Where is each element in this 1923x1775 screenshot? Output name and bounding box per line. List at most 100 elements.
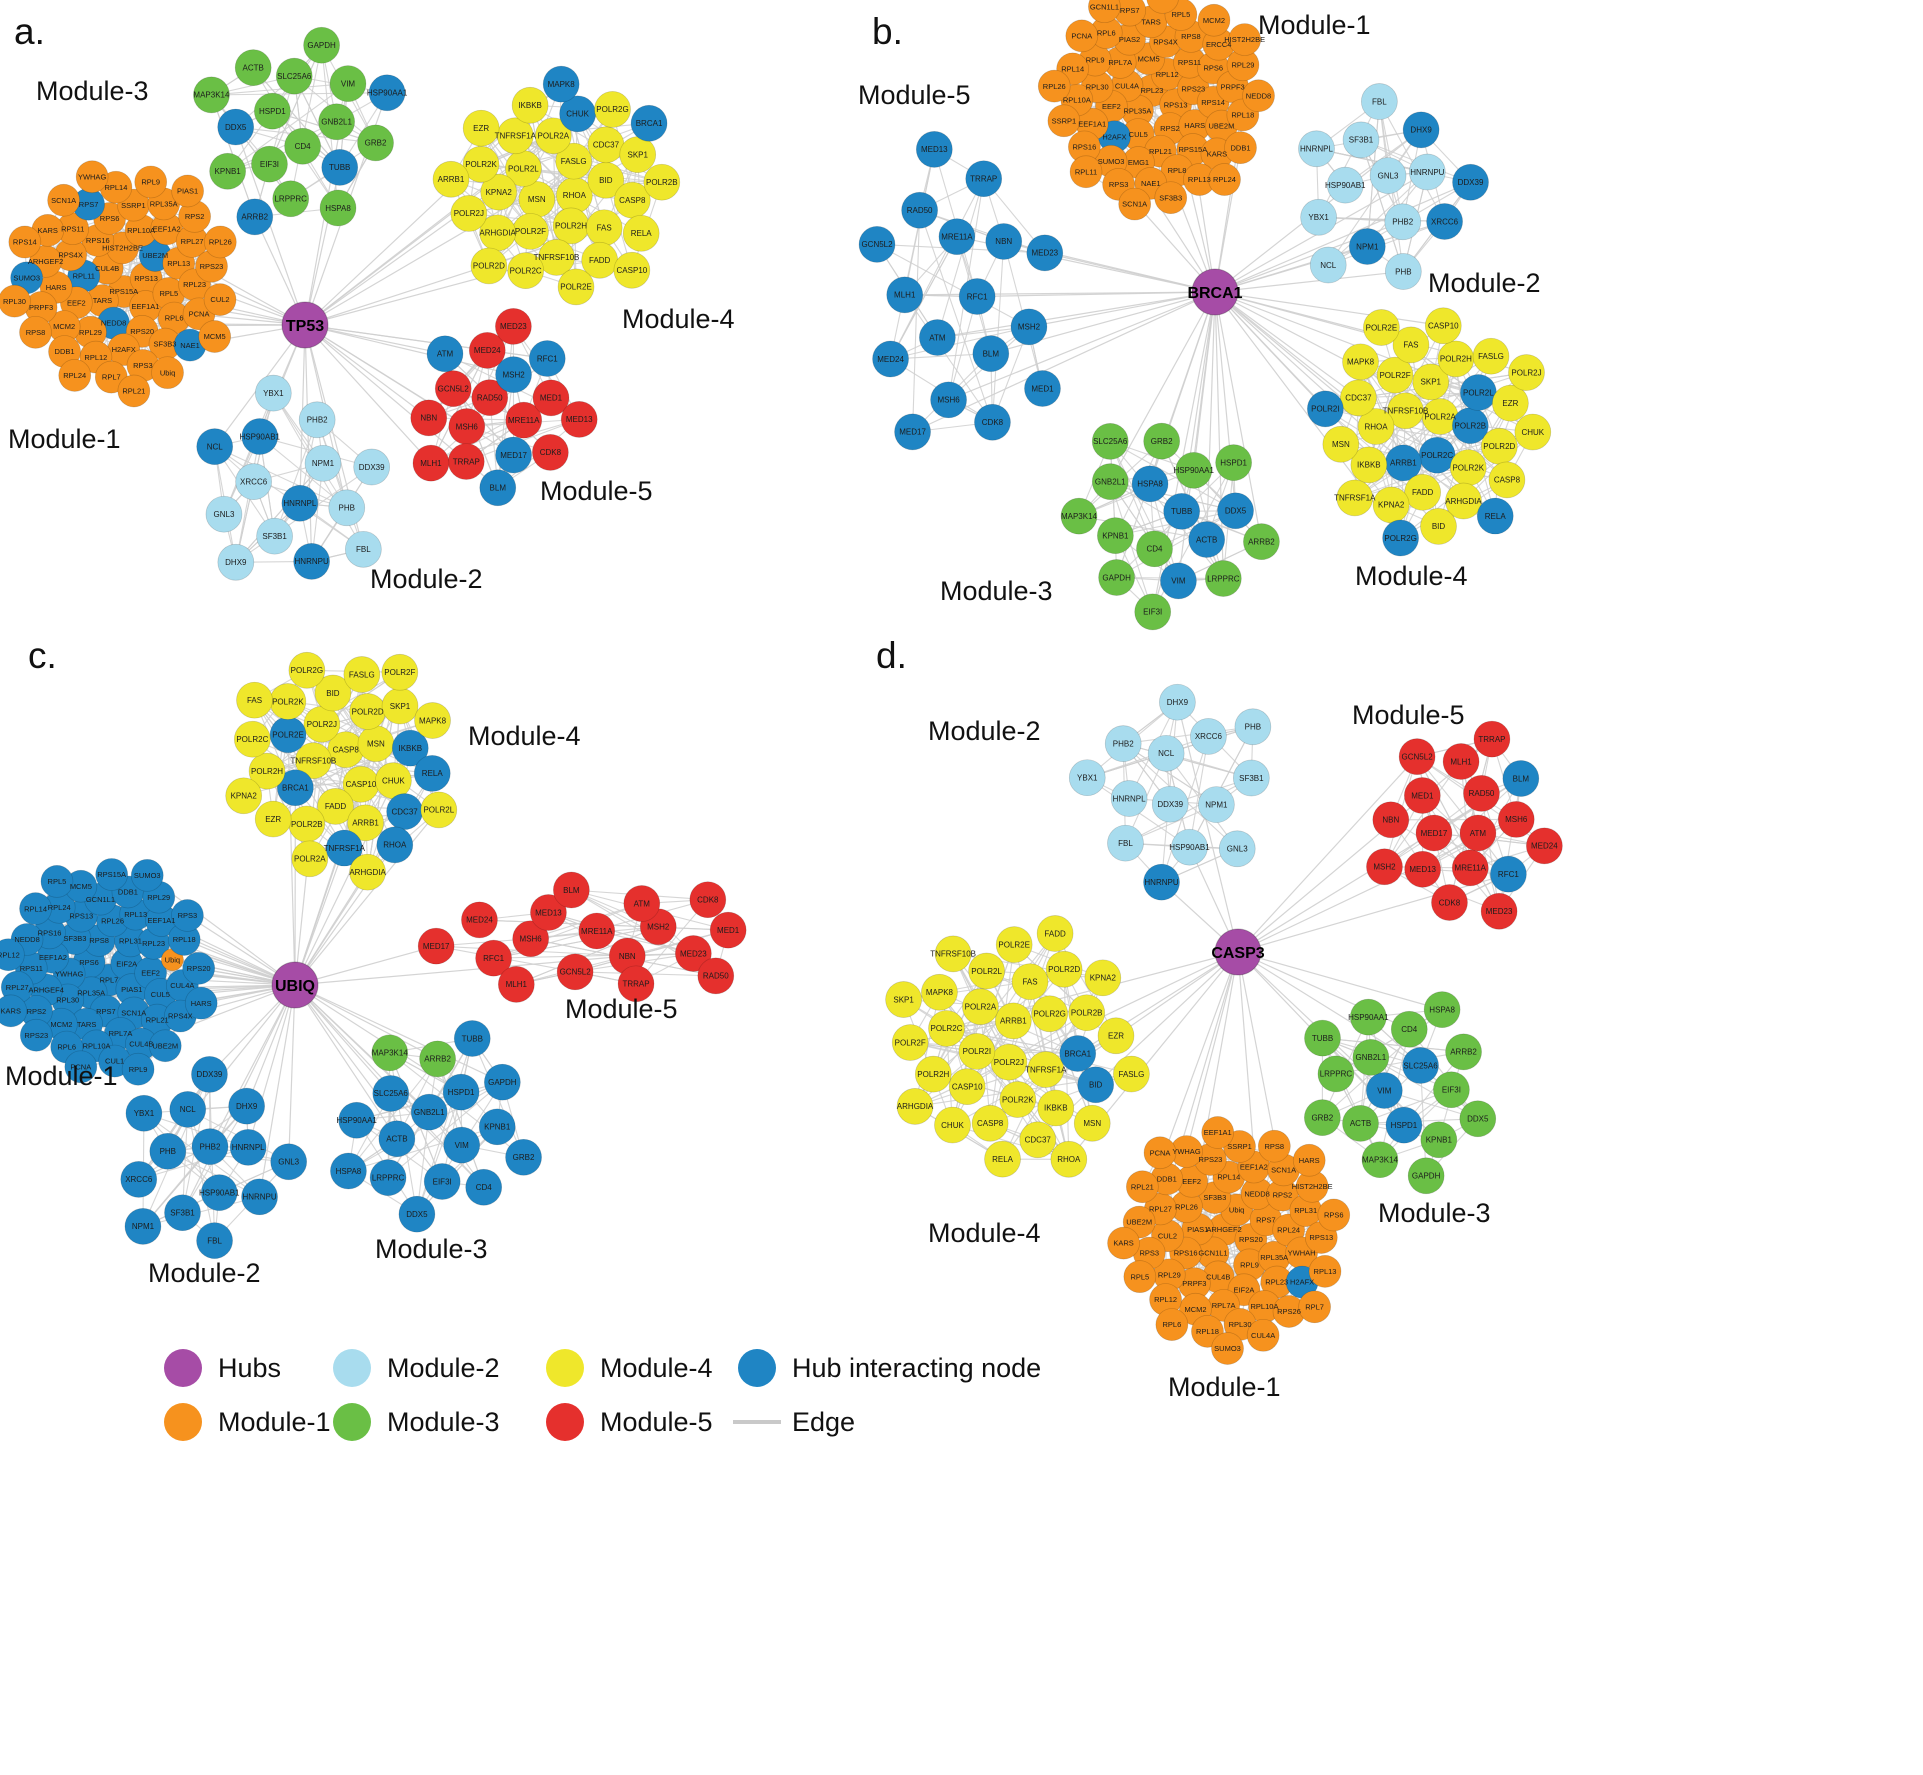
node-IKBKB [1350,446,1388,484]
node-RPS8 [19,315,52,349]
node-POLR2E [1363,309,1400,346]
node-SKP1 [381,687,419,725]
edge [1328,221,1445,266]
node-RFC1 [475,939,512,977]
hub-edge [1237,873,1509,953]
edge [1360,139,1404,272]
node-CDK8 [532,434,569,471]
node-BID [1420,508,1457,545]
node-RHOA [376,826,414,864]
node-MAPK8 [1342,343,1379,381]
node-SKP1 [1412,363,1450,401]
node-DHX9 [1402,111,1440,149]
edge [497,374,515,488]
node-KARS [0,994,28,1028]
module-label-b-4: Module-4 [1355,561,1468,591]
node-POLR2C [1418,436,1456,474]
node-SLC25A6 [275,57,313,95]
node-FAS [585,209,623,247]
node-NPM1 [1198,786,1235,823]
node-RELA [1476,497,1514,535]
node-RPL9 [134,165,168,199]
node-MRE11A [578,912,616,950]
hub-edge [1214,291,1471,427]
node-RAD50 [471,379,509,417]
node-CASP8 [1488,461,1526,499]
edge [142,1196,260,1227]
legend-swatch-hub [164,1349,202,1387]
hub-edge [1214,291,1263,542]
node-POLR2G [1031,995,1069,1033]
edge [516,926,659,985]
node-SLC25A6 [1091,423,1129,460]
module-label-d-4: Module-3 [1378,1198,1491,1228]
legend-label-6: Module-5 [600,1407,713,1437]
node-POLR2A [534,117,572,155]
node-GRB2 [357,124,394,162]
hub-node-TP53 [281,301,329,349]
node-PCNA [1143,1136,1177,1170]
node-GNL3 [205,495,243,533]
node-POLR2C [928,1010,965,1047]
node-POLR2D [1045,950,1083,988]
node-ATM [623,885,661,922]
node-MSN [1322,425,1360,463]
edge [1327,129,1422,266]
node-MED24 [872,340,909,378]
node-EZR [1097,1017,1135,1055]
edge [1436,355,1492,456]
node-TRRAP [447,443,485,480]
node-RPS14 [8,225,42,259]
hub-edge [1176,702,1239,953]
node-POLR2F [381,653,419,691]
panel-d: DDX39NCLNPM1HNRNPLXRCC6HSP90AB1PHB2SF3B1… [876,635,1563,1402]
hub-edge [288,984,296,1162]
node-SLC25A6 [1402,1047,1439,1084]
node-NPM1 [1348,228,1386,265]
node-SUMO3 [1211,1332,1244,1365]
edge [946,1027,1078,1055]
edge [416,1126,498,1215]
node-POLR2K [999,1081,1037,1118]
node-KPNB1 [1420,1121,1458,1159]
node-HSP90AB1 [1326,166,1364,204]
node-DDX5 [1217,492,1254,530]
hub-node-BRCA1 [1191,268,1239,316]
node-POLR2E [269,716,307,754]
node-POLR2A [291,840,329,878]
node-VIM [329,65,367,102]
hub-edge [209,984,296,1147]
node-MSH2 [1010,308,1048,346]
legend-swatch-module5 [546,1403,584,1441]
node-GCN1L1 [1088,0,1121,24]
edge [1327,171,1428,266]
node-layer [858,0,1552,631]
node-HNRNPU [1408,153,1446,191]
node-PHB [1234,708,1272,746]
node-HNRNPU [1143,863,1180,901]
node-ACTB [1342,1105,1379,1142]
node-FBL [1361,83,1398,120]
edge [480,163,606,181]
node-GNB2L1 [318,103,355,141]
node-MED23 [1026,234,1064,272]
node-CDK8 [689,881,727,919]
node-POLR2G [594,91,631,128]
node-MED13 [915,131,953,168]
node-FASLG [1472,337,1510,375]
legend-label-2: Module-4 [600,1353,713,1383]
node-MED17 [1415,814,1453,852]
node-YBX1 [254,374,292,412]
node-SF3B1 [256,517,293,555]
node-HSPA8 [1131,465,1169,503]
node-MED13 [560,401,598,438]
node-HSPD1 [254,92,291,130]
node-HSP90AA1 [368,74,406,112]
node-RFC1 [958,278,996,315]
node-FADD [1404,473,1441,511]
node-TNFRSF10B [934,935,972,973]
node-layer [0,26,681,581]
node-RPL5 [1123,1260,1157,1294]
edge [1370,1056,1479,1120]
node-MAPK8 [542,65,580,103]
